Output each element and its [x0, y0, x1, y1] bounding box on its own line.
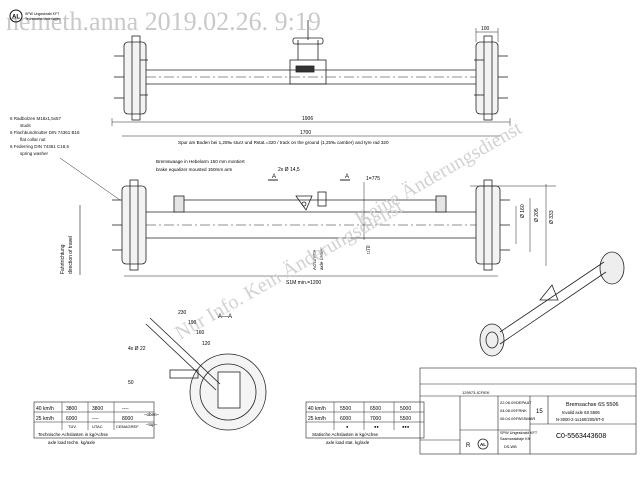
dim-span-label: S1M min.=1200 — [286, 280, 321, 286]
ll-h-c2: TÜV — [68, 424, 76, 429]
ll-h-c3: UTAC — [92, 424, 103, 429]
company-logo: AL SPW Ungeskrakt KFT Technische Unterla… — [9, 9, 61, 23]
tb-code: 129973-ICFIEK — [462, 390, 490, 395]
spur-note: Spur am Boden bei 1,25‰ sturz und Rstat.… — [178, 140, 389, 145]
ll-r2-c4: 8000 — [122, 416, 133, 422]
logo-line2: Technische Unterlagen — [25, 17, 61, 21]
note-nut: 6 Flachbundmutter DIN 74361 B18 — [10, 130, 80, 135]
logo-line1: SPW Ungeskrakt KFT — [25, 12, 60, 16]
section-a-a-view — [145, 317, 267, 431]
lr-r1-c2: 5500 — [340, 406, 351, 412]
lr-r2-c2: 6000 — [340, 416, 351, 422]
note-studs-en: studs — [20, 123, 32, 128]
dimension-1906 — [111, 118, 511, 126]
dim-1700-label: 1700 — [300, 130, 311, 136]
tb-company-1: SPW Ungeskrakt KFT — [500, 431, 538, 435]
dimension-100 — [475, 28, 499, 42]
ll-r1-c2: 3800 — [66, 406, 77, 412]
load-table-technical: 40 km/h 3800 3800 ---- 25 km/h 6000 ----… — [33, 401, 155, 445]
note-nut-en: flat collar nut — [20, 137, 46, 142]
parts-notes: 6 Radbolzen M18x1,5x57 studs 6 Flachbund… — [10, 116, 80, 156]
brake-note-en: brake equalizer mounted 150mm arm — [156, 167, 233, 172]
tb-name-3: PASSMAR — [516, 416, 535, 421]
note-washer: 6 Federring DIN 74361 C18,5 — [10, 144, 70, 149]
dim-120: 120 — [202, 341, 211, 347]
dim-holes4: 4x Ø 22 — [128, 346, 146, 352]
dim-1906-label: 1906 — [302, 116, 313, 122]
dim-phi205: Ø 205 — [534, 208, 540, 222]
section-label: A—A — [218, 314, 232, 320]
note-studs: 6 Radbolzen M18x1,5x57 — [10, 116, 62, 121]
dim-sq70: □70 — [366, 245, 372, 254]
tb-date-1: 22.06.09 — [500, 400, 516, 405]
axle-center-de: Achsmitte — [312, 249, 317, 270]
dim-230: 230 — [178, 310, 187, 316]
lr-r1-c3: 6500 — [370, 406, 381, 412]
dim-100-label: 100 — [481, 26, 490, 32]
tb-desc1: Invalid axle 6S 5506 — [562, 410, 600, 415]
label-top: –top– — [146, 422, 158, 427]
dim-190: 190 — [188, 320, 197, 326]
tb-desc2: N-3000-2-1x160/205/6T-0 — [556, 417, 605, 422]
note-leader — [59, 157, 121, 201]
header-watermark: nemeth.anna 2019.02.26. 9:19 — [6, 7, 321, 36]
diagonal-watermark-2: Nur Info. Kein Änderungsdienst — [171, 195, 407, 345]
tb-rev: R — [466, 443, 471, 449]
dim-hole: 2x Ø 14,5 — [278, 167, 300, 173]
note-washer-en: spring washer — [20, 151, 49, 156]
label-oben: –oben– — [144, 412, 160, 417]
isometric-axle-view — [479, 251, 625, 357]
top-view-axle — [114, 20, 508, 121]
tb-drawing-no: C0-5563443608 — [556, 433, 606, 440]
tb-scale: 15 — [536, 409, 543, 415]
brake-note-de: Bremswaage in Hebelarm 150 mm montiert — [156, 159, 245, 164]
tb-name-1: DEPAAT — [516, 400, 532, 405]
lr-r1-c1: 40 km/h — [308, 406, 326, 412]
lr-h-c3: ●● — [374, 424, 379, 429]
dim-160: 160 — [196, 330, 205, 336]
lr-r2-c1: 25 km/h — [308, 416, 326, 422]
ll-caption-1: Technische Achslasten in kg/Achse — [38, 432, 109, 437]
ll-r2-c2: 6000 — [66, 416, 77, 422]
tb-date-3: 06.04.09 — [500, 416, 516, 421]
load-table-static: 40 km/h 5500 6500 5000 25 km/h 6000 7000… — [305, 401, 425, 445]
title-block — [419, 367, 637, 455]
dim-phi333: Ø 333 — [549, 210, 555, 224]
section-marker-a2: A — [345, 174, 349, 180]
dim-50: 50 — [128, 380, 134, 386]
diameter-dims — [470, 184, 556, 266]
travel-direction-en: direction of travel — [68, 236, 74, 274]
lr-caption-2: axle load stat. kg/axle — [326, 440, 370, 445]
ll-r2-c1: 25 km/h — [36, 416, 54, 422]
lr-r2-c3: 7000 — [370, 416, 381, 422]
ll-r2-c3: ---- — [92, 416, 99, 422]
ll-r1-c4: ---- — [122, 406, 129, 412]
lr-caption-1: Statische Achslasten in kg/Achse — [312, 432, 379, 437]
tb-id-small: DS-WB — [504, 445, 517, 449]
dim-l775: 1=775 — [366, 176, 380, 182]
tb-project: Bremsachse 6S 5506 — [566, 402, 619, 408]
tb-name-2: FRNK — [516, 408, 527, 413]
logo-mark: AL — [12, 15, 20, 21]
tb-logo-mark: AL — [480, 442, 486, 447]
ll-r1-c1: 40 km/h — [36, 406, 54, 412]
travel-direction-de: Fahrtrichtung — [60, 244, 66, 274]
tb-logo: AL — [477, 438, 489, 450]
lr-r1-c4: 5000 — [400, 406, 411, 412]
lr-r2-c4: 5500 — [400, 416, 411, 422]
tb-company-2: Szamostabaje Kft — [500, 437, 531, 441]
ll-r1-c3: 3800 — [92, 406, 103, 412]
section-marker-a1: A — [272, 174, 276, 180]
lr-h-c4: ●●● — [402, 424, 410, 429]
dim-phi160: Ø 160 — [520, 204, 526, 218]
axle-center-en: axle center — [319, 247, 324, 270]
ll-h-c4: CEMAGREF — [116, 424, 139, 429]
front-view-axle — [112, 179, 510, 271]
tb-date-2: 04.06.09 — [500, 408, 516, 413]
lr-h-c2: ● — [346, 424, 349, 429]
ll-caption-2: axle load techn. kg/axle — [48, 440, 96, 445]
